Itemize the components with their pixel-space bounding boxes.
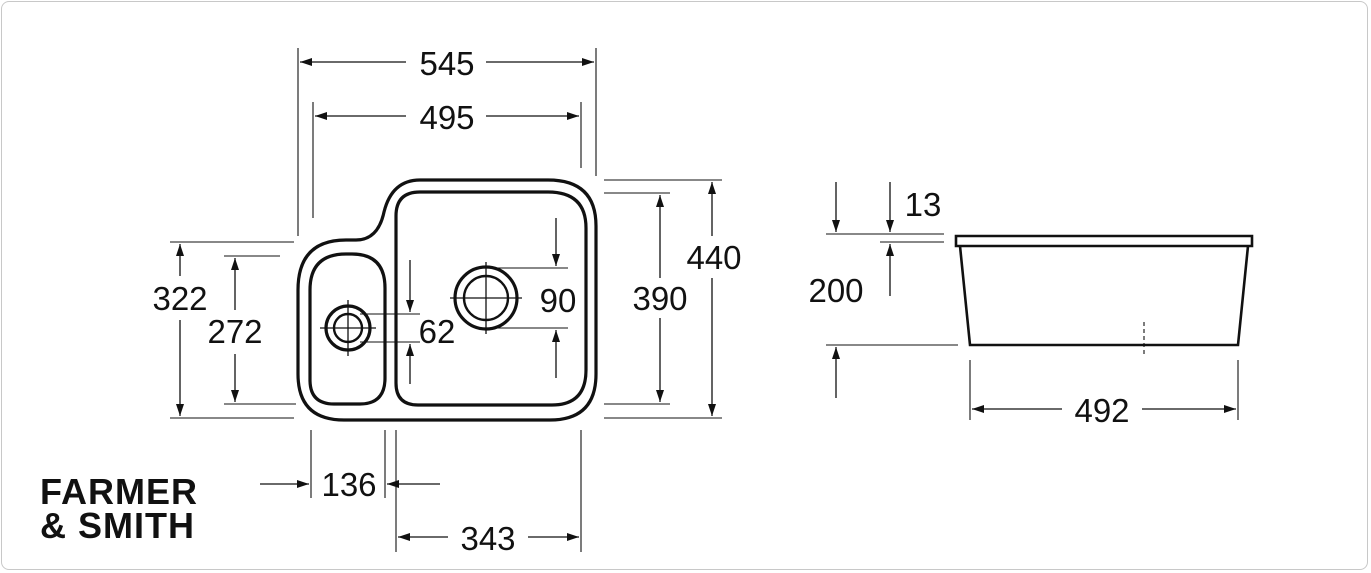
dim-495: 495 [312,99,582,218]
dim-136-label: 136 [321,466,376,503]
sink-side-view [954,234,1254,355]
dim-343-label: 343 [460,520,515,557]
dim-390-label: 390 [632,280,687,317]
dim-272-label: 272 [207,313,262,350]
dim-495-label: 495 [419,99,474,136]
dim-322-label: 322 [152,280,207,317]
sink-plan-view [296,178,598,422]
large-waste-icon [450,262,522,334]
side-bowl [958,245,1250,347]
dim-62: 62 [360,260,455,384]
dim-492-label: 492 [1074,392,1129,429]
dim-545-label: 545 [419,45,474,82]
dim-545: 545 [297,45,597,236]
logo-line-2: & SMITH [40,505,195,546]
dim-13-label: 13 [905,186,942,223]
dim-440: 440 [604,179,742,419]
large-bowl-outline [394,190,588,407]
logo-line-1: FARMER [40,471,198,512]
dim-90-label: 90 [540,282,577,319]
dim-390: 390 [604,192,688,405]
dim-90: 90 [486,218,576,378]
small-waste-icon [320,300,376,356]
sink-outer-outline [296,178,598,422]
dim-440-label: 440 [686,239,741,276]
dim-13: 13 [826,182,944,296]
dim-200-label: 200 [808,272,863,309]
dim-136: 136 [260,430,440,503]
dim-343: 343 [395,430,582,557]
dim-272: 272 [207,255,296,405]
side-rim [954,234,1254,248]
dim-200: 200 [808,272,958,398]
farmer-smith-logo: FARMER & SMITH [40,471,198,546]
dim-62-label: 62 [419,313,456,350]
small-bowl-outline [308,252,387,406]
dim-322: 322 [152,241,294,419]
dim-492: 492 [969,360,1239,429]
